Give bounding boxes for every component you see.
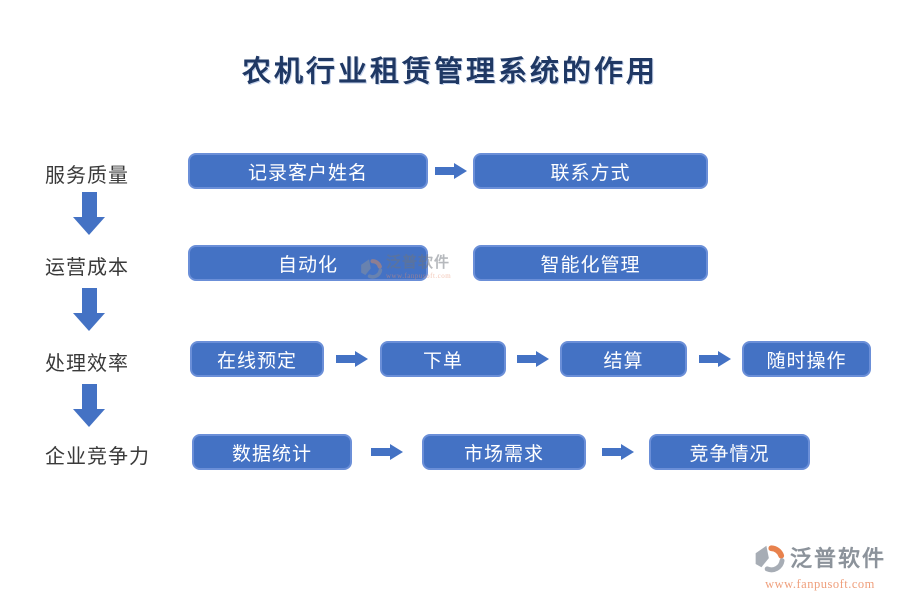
down-arrow-icon <box>73 192 105 235</box>
row-label-service-quality: 服务质量 <box>45 165 129 187</box>
box-intelligent-management: 智能化管理 <box>473 245 708 281</box>
row-label-enterprise-competitiveness: 企业竞争力 <box>45 446 150 468</box>
box-automation: 自动化 <box>188 245 428 281</box>
right-arrow-icon <box>601 444 634 460</box>
box-operate-anytime: 随时操作 <box>742 341 871 377</box>
box-place-order: 下单 <box>380 341 506 377</box>
right-arrow-icon <box>698 351 731 367</box>
footer-logo: 泛普软件 www.fanpusoft.com <box>754 542 886 592</box>
box-competition-situation: 竞争情况 <box>649 434 810 470</box>
right-arrow-icon <box>371 444 403 460</box>
page-title: 农机行业租赁管理系统的作用 <box>241 56 658 88</box>
box-contact-information: 联系方式 <box>473 153 708 189</box>
flow-row-processing-efficiency: 在线预定 下单 结算 随时操作 <box>190 341 871 377</box>
fanpu-logo-icon <box>755 545 785 573</box>
row-label-operating-cost: 运营成本 <box>45 257 129 279</box>
box-settlement: 结算 <box>560 341 687 377</box>
watermark-url: www.fanpusoft.com <box>386 272 452 280</box>
down-arrow-icon <box>73 288 105 331</box>
flow-row-operating-cost: 自动化 智能化管理 <box>188 245 708 281</box>
right-arrow-icon <box>336 351 368 367</box>
box-data-statistics: 数据统计 <box>192 434 352 470</box>
box-market-demand: 市场需求 <box>422 434 586 470</box>
row-label-processing-efficiency: 处理效率 <box>45 353 129 375</box>
center-watermark: 泛普软件 www.fanpusoft.com <box>360 256 451 282</box>
right-arrow-icon <box>434 163 467 179</box>
box-record-customer-name: 记录客户姓名 <box>188 153 428 189</box>
box-online-booking: 在线预定 <box>190 341 324 377</box>
footer-brand-text: 泛普软件 <box>789 546 886 571</box>
flow-row-enterprise-competitiveness: 数据统计 市场需求 竞争情况 <box>192 434 810 470</box>
footer-url-text: www.fanpusoft.com <box>765 577 875 591</box>
watermark-brand: 泛普软件 <box>386 255 451 271</box>
down-arrow-icon <box>73 384 105 427</box>
fanpu-logo-icon <box>361 259 383 279</box>
right-arrow-icon <box>517 351 549 367</box>
flow-row-service-quality: 记录客户姓名 联系方式 <box>188 153 708 189</box>
